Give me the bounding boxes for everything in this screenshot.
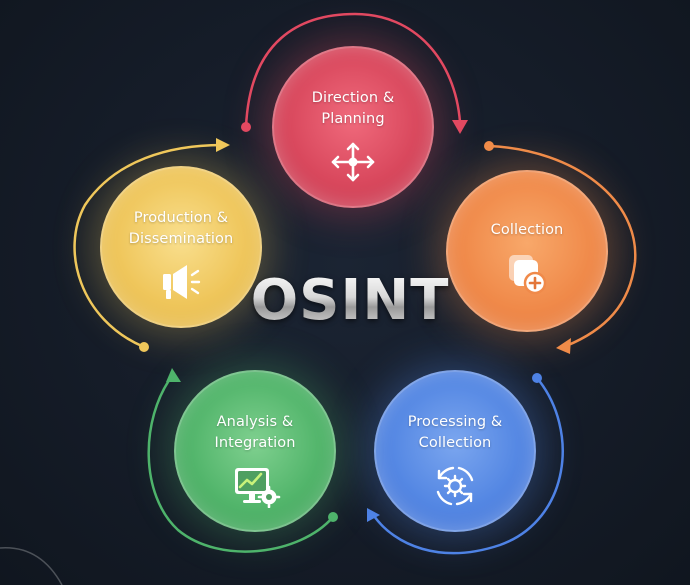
- node-analysis-integration: Analysis & Integration: [174, 370, 336, 532]
- node-processing-collection: Processing & Collection: [374, 370, 536, 532]
- node-label: Collection: [491, 220, 564, 241]
- move-arrows-icon: [331, 142, 375, 182]
- arrow-red: [241, 12, 468, 134]
- arrow-green: [147, 368, 338, 553]
- monitor-chart-icon: [235, 468, 281, 508]
- add-documents-icon: [509, 255, 547, 295]
- node-label-line2: Planning: [321, 111, 385, 127]
- megaphone-icon: [163, 265, 201, 299]
- node-label: Analysis & Integration: [215, 412, 296, 454]
- node-label-line1: Production &: [133, 210, 229, 226]
- arrow-yellow: [73, 138, 230, 352]
- node-label: Processing & Collection: [408, 412, 503, 454]
- node-production-dissemination: Production & Dissemination: [100, 166, 262, 328]
- node-collection: Collection: [446, 170, 608, 332]
- node-label-line1: Analysis &: [216, 414, 294, 430]
- node-label-line2: Dissemination: [128, 231, 234, 247]
- arrow-orange: [484, 141, 637, 354]
- node-label-line1: Processing &: [407, 414, 503, 430]
- node-label-line2: Integration: [214, 435, 296, 451]
- node-label: Direction & Planning: [312, 88, 395, 130]
- diagram-title: OSINT: [225, 268, 475, 333]
- node-label-line1: Collection: [490, 222, 564, 238]
- node-label-line1: Direction &: [311, 90, 395, 106]
- arrow-blue: [367, 373, 564, 555]
- node-label-line2: Collection: [418, 435, 492, 451]
- process-gear-icon: [436, 466, 474, 506]
- node-direction-planning: Direction & Planning: [272, 46, 434, 208]
- node-label: Production & Dissemination: [129, 208, 234, 250]
